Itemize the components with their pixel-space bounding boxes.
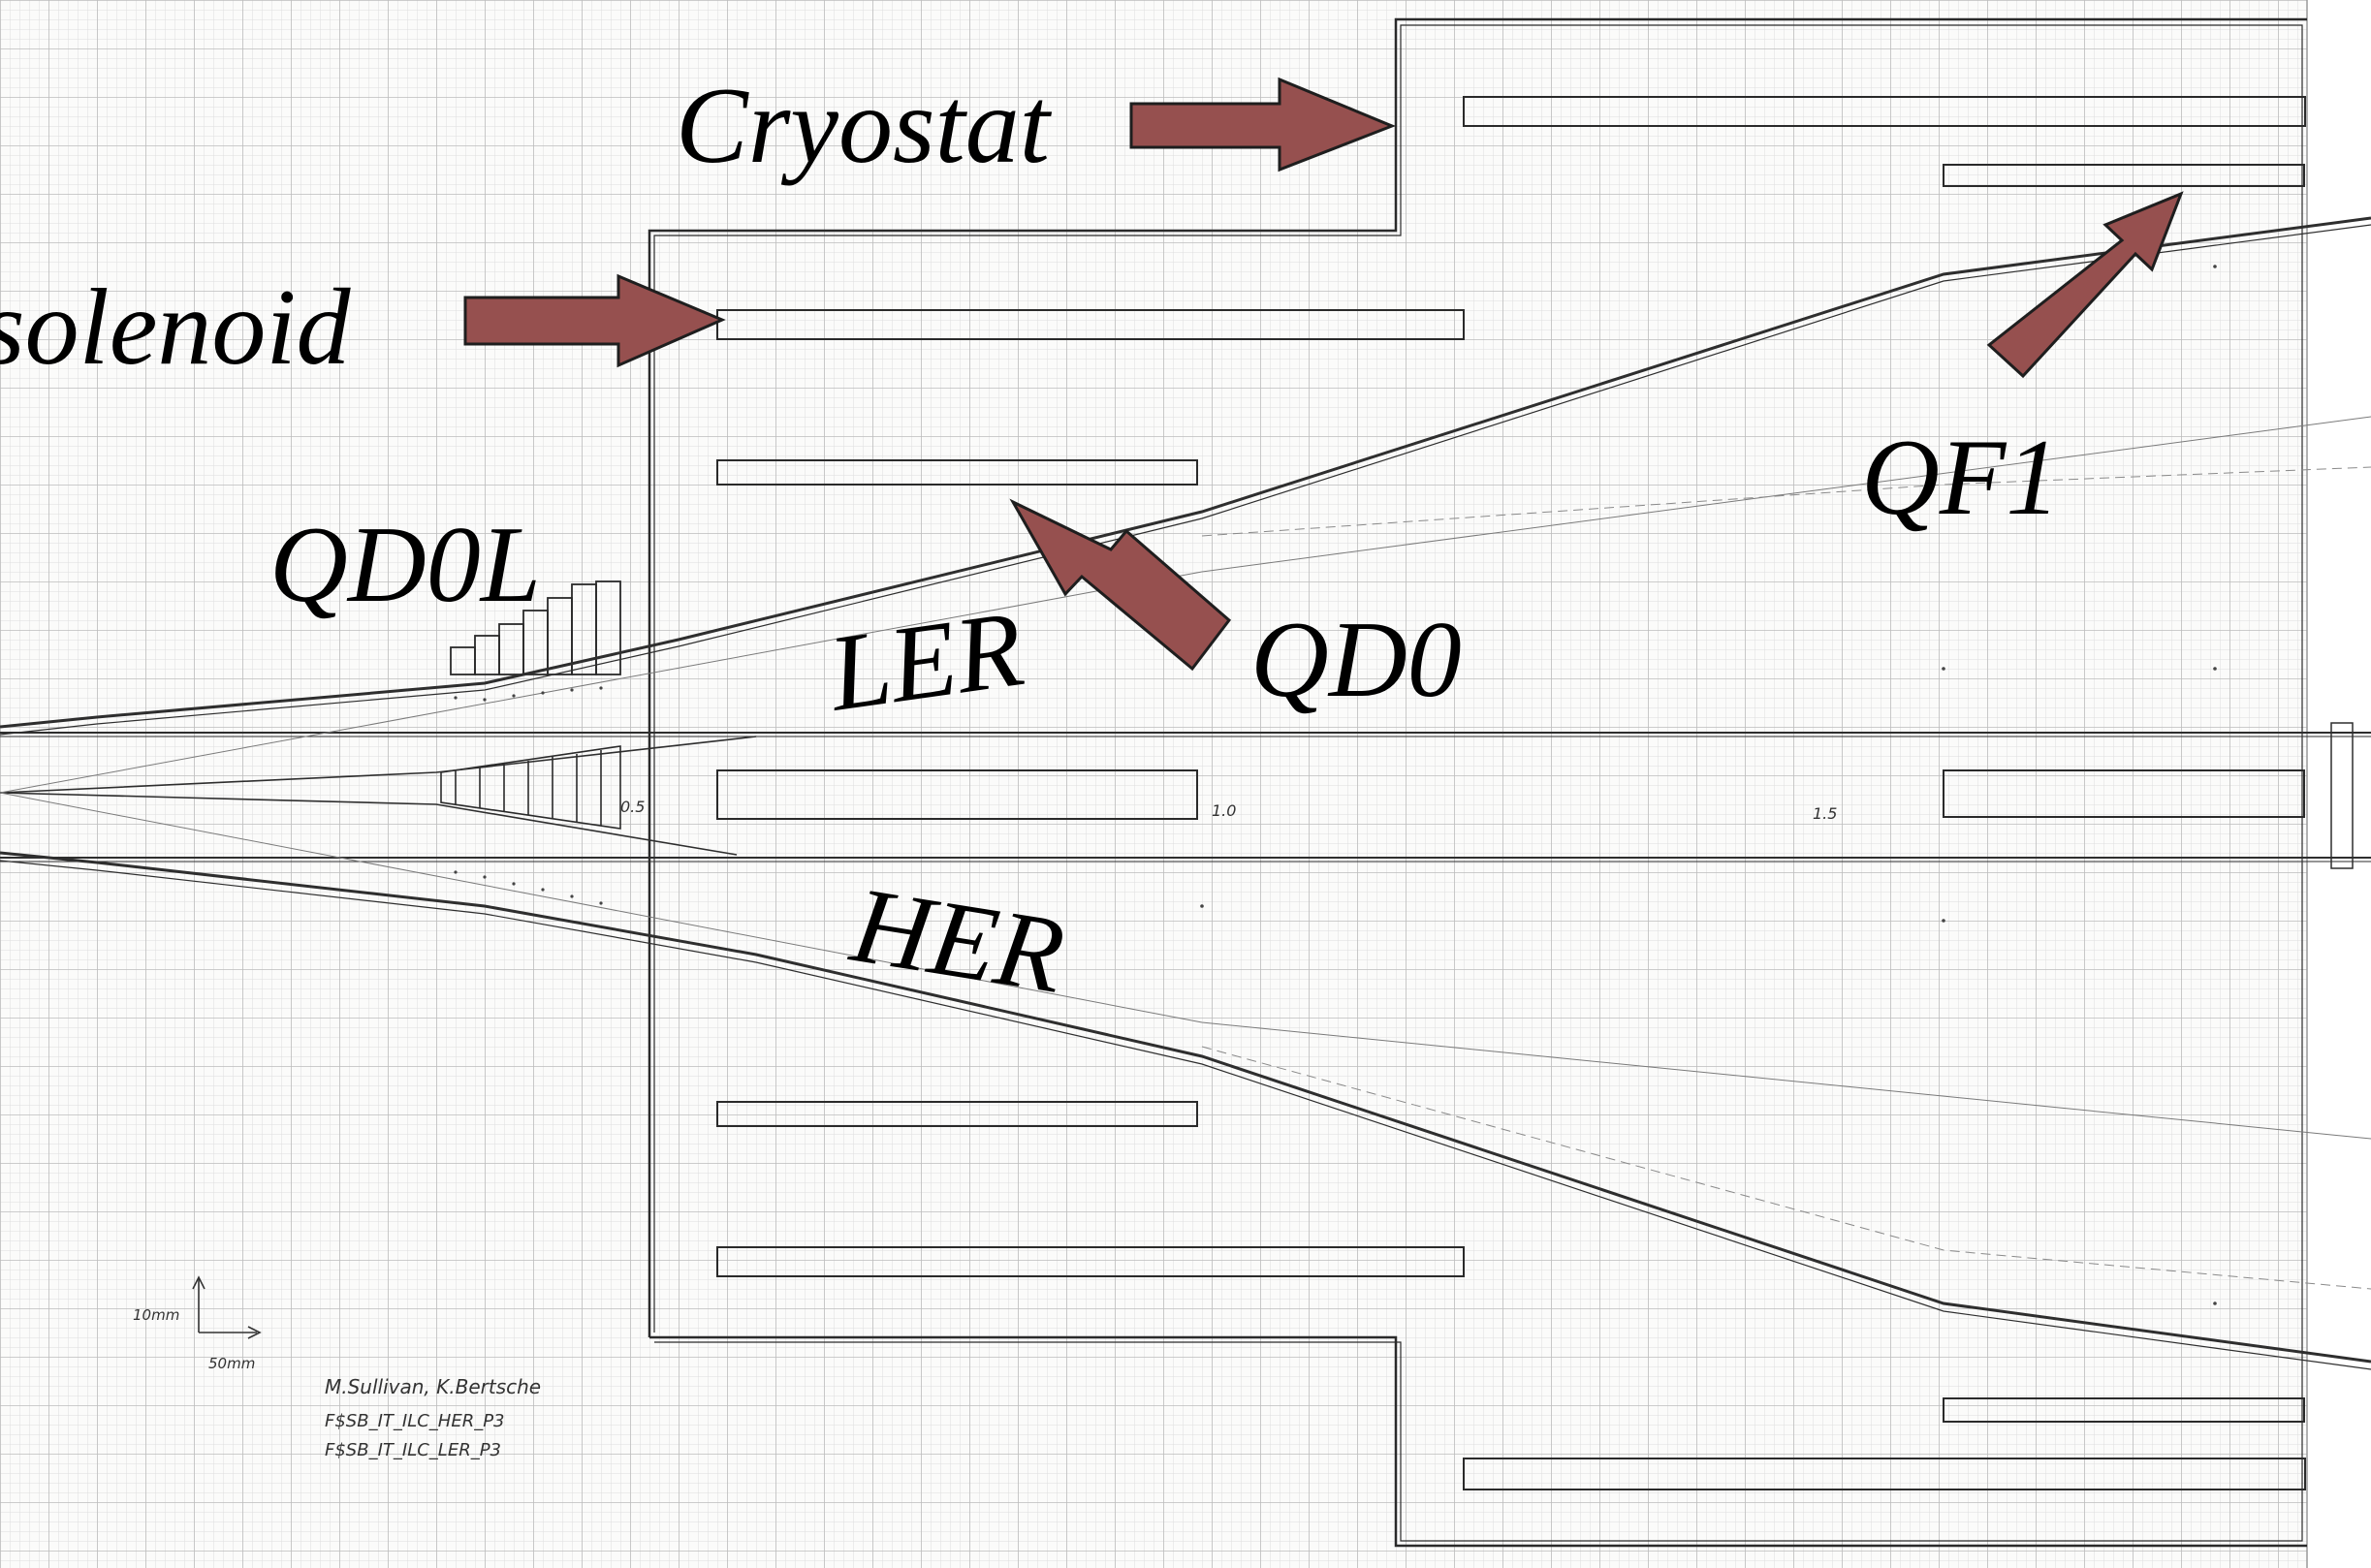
credits-file-her: F$SB_IT_ILC_HER_P3 [325, 1411, 505, 1431]
axis-tick-labels: 0.5 1.0 1.5 [620, 798, 1837, 823]
label-cryostat: Cryostat [676, 66, 1053, 186]
qf1-coil-lower [1943, 1397, 2305, 1423]
qd0-arrow [1009, 498, 1232, 672]
tick-label-1-5: 1.5 [1813, 804, 1837, 823]
qd0-coil-upper [716, 459, 1198, 486]
credits-file-ler: F$SB_IT_ILC_LER_P3 [325, 1440, 501, 1460]
solenoid-coil-upper [716, 309, 1465, 340]
label-qd0: QD0 [1250, 600, 1462, 720]
magnet-coils [716, 96, 2306, 1490]
cryostat-coil-bottom [1463, 1458, 2306, 1490]
credits-authors: M.Sullivan, K.Bertsche [325, 1375, 541, 1398]
solenoid-coil-lower [716, 1246, 1465, 1277]
callout-arrows [463, 77, 2184, 672]
cryostat-outline [648, 17, 2307, 1548]
qd0-coil-lower [716, 1101, 1198, 1127]
cryostat-arrow [1129, 77, 1397, 172]
graph-paper-major [0, 0, 2307, 1568]
qd0l-steps-upper [450, 580, 621, 675]
dot-marks [454, 265, 2217, 1305]
cryostat-coil-top [1463, 96, 2306, 127]
qd0-coil-center [716, 769, 1198, 820]
label-ler: LER [820, 588, 1029, 735]
paper-margin [2307, 0, 2371, 1568]
scale-indicator [192, 1275, 262, 1339]
qf1-coil-upper [1943, 164, 2305, 187]
qd0l-steps-mid [440, 745, 621, 830]
solenoid-arrow [463, 273, 726, 368]
tick-label-0-5: 0.5 [620, 798, 645, 816]
beam-lines [0, 216, 2371, 1370]
qf1-arrow [1986, 191, 2184, 379]
tick-label-1-0: 1.0 [1212, 801, 1236, 820]
scale-vertical-label: 10mm [133, 1306, 179, 1324]
scale-horizontal-label: 50mm [208, 1355, 255, 1372]
qf1-coil-center [1943, 769, 2305, 818]
label-qd0l: QD0L [269, 505, 541, 625]
label-qf1: QF1 [1861, 418, 2060, 538]
label-solenoid: solenoid [0, 267, 352, 388]
